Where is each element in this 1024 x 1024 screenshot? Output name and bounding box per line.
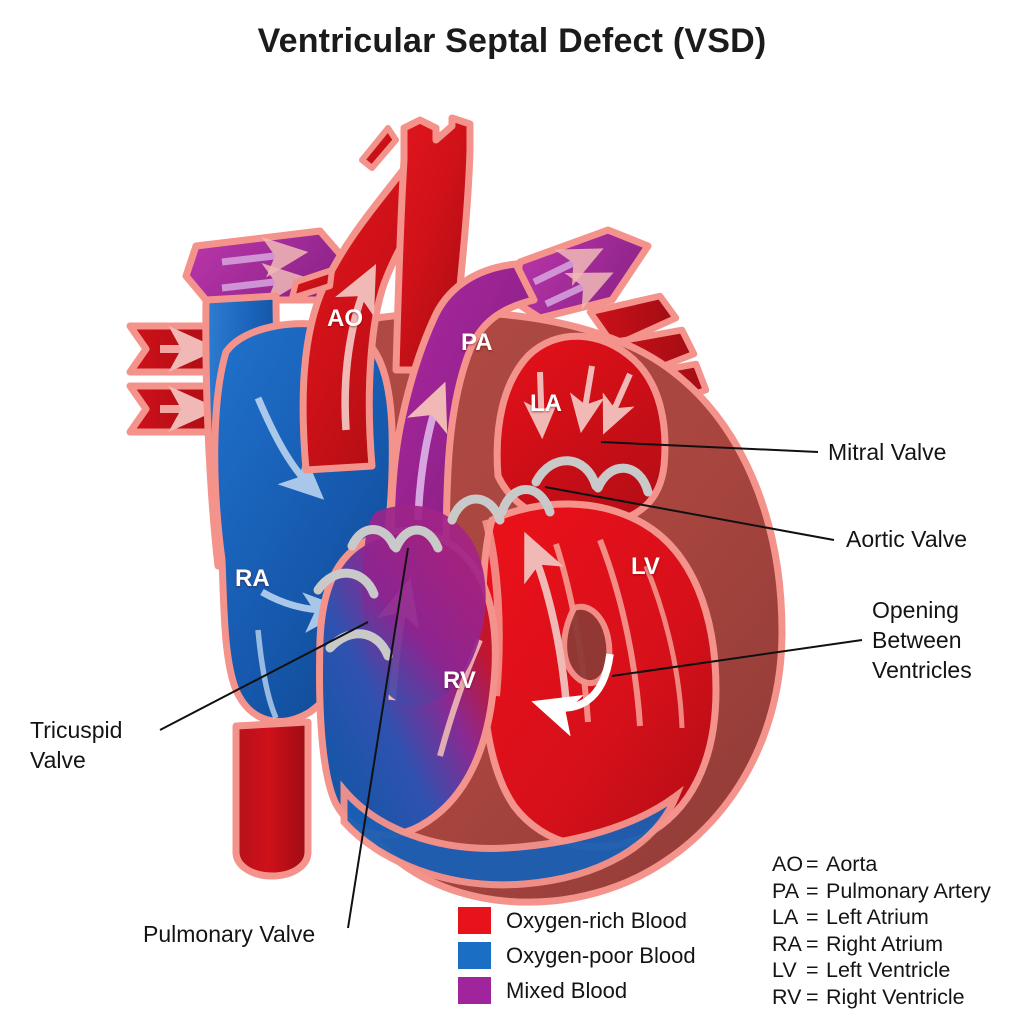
abbreviation-code: PA (772, 878, 800, 903)
callout-aortic-valve: Aortic Valve (846, 526, 968, 552)
abbreviation-name: Right Atrium (826, 931, 944, 956)
page-title: Ventricular Septal Defect (VSD) (257, 22, 767, 60)
leader-mitral-valve (600, 441, 819, 453)
legend-swatch (458, 977, 491, 1004)
vsd-mixing-zone (361, 505, 486, 706)
abbreviation-name: Left Atrium (826, 905, 929, 929)
mitral-valve-cusp (531, 456, 601, 491)
leader-opening-between-ventricles (611, 639, 863, 677)
abbreviation-code: LV (772, 958, 797, 982)
abbreviation-row: RA= Right Atrium (772, 932, 991, 959)
abbreviation-row: LA = Left Atrium (772, 905, 991, 932)
abbreviation-code: RV (772, 984, 802, 1009)
abbreviation-equals: = (806, 984, 819, 1009)
abbreviation-equals: = (806, 852, 819, 876)
leader-aortic-valve (544, 486, 835, 541)
legend-label: Oxygen-rich Blood (506, 907, 687, 933)
abbreviation-code: AO (772, 852, 804, 876)
legend-label: Mixed Blood (506, 977, 628, 1003)
leader-pulmonary-valve (347, 547, 409, 929)
abbreviation-row: RV= Right Ventricle (772, 985, 991, 1012)
legend-swatch (458, 942, 491, 969)
callout-tricuspid-valve: Tricuspid Valve (30, 717, 123, 773)
tricuspid-valve-cusp (325, 629, 393, 661)
pulmonary-valve-cusp (391, 525, 443, 553)
pulmonary-valve-cusp (347, 525, 399, 551)
abbreviation-code: LA (772, 905, 799, 929)
abbreviation-name: Pulmonary Artery (826, 878, 991, 903)
legend-item: Oxygen-poor Blood (458, 938, 696, 973)
abbreviation-code: RA (772, 931, 802, 956)
abbreviation-equals: = (806, 931, 819, 956)
left-atrium-chamber (493, 332, 669, 529)
abbreviation-name: Aorta (826, 852, 878, 876)
ventricular-apex-pocket (340, 780, 684, 889)
inferior-vena-cava (232, 718, 312, 880)
abbreviation-name: Left Ventricle (826, 958, 951, 982)
abbreviation-row: PA= Pulmonary Artery (772, 879, 991, 906)
legend-item: Oxygen-rich Blood (458, 903, 696, 938)
legend-label: Oxygen-poor Blood (506, 942, 696, 968)
leader-tricuspid-valve (159, 621, 369, 731)
leader-lines (159, 441, 863, 929)
callout-mitral-valve: Mitral Valve (828, 439, 947, 465)
aortic-valve-cusp (497, 485, 555, 517)
abbreviation-equals: = (806, 958, 819, 982)
left-ventricle-chamber (478, 500, 720, 851)
interventricular-septum (482, 518, 503, 697)
tricuspid-valve-cusp (313, 568, 379, 599)
abbreviation-row: LV = Left Ventricle (772, 958, 991, 985)
legend-item: Mixed Blood (458, 973, 696, 1008)
callout-opening-between-ventricles: Opening Between Ventricles (872, 597, 972, 683)
callout-pulmonary-valve: Pulmonary Valve (143, 921, 316, 947)
mitral-valve-cusp (593, 463, 653, 497)
abbreviation-equals: = (806, 905, 819, 929)
abbreviation-row: AO= Aorta (772, 852, 991, 879)
aortic-valve-cusp (447, 494, 505, 525)
abbreviation-name: Right Ventricle (826, 984, 965, 1009)
valve-cusps (313, 456, 653, 661)
abbreviation-equals: = (806, 878, 819, 903)
legend-swatch (458, 907, 491, 934)
